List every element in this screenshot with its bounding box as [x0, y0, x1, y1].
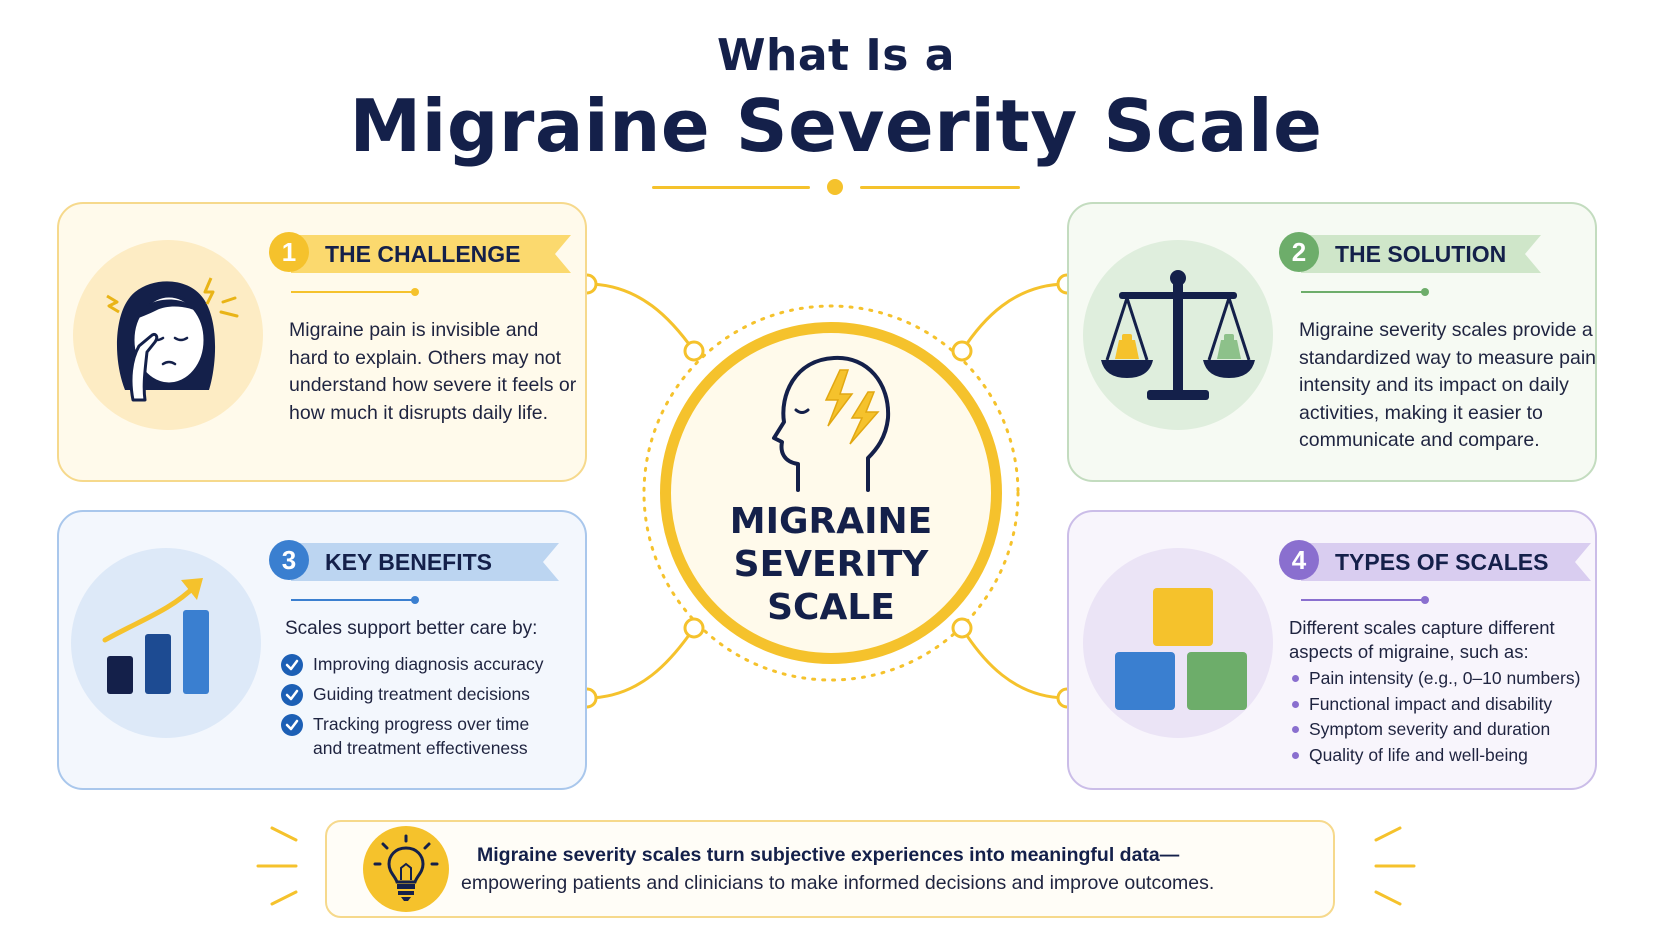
card-benefits: 3 KEY BENEFITS Scales support better car… [57, 510, 587, 790]
card-title: KEY BENEFITS [291, 543, 559, 581]
card-icon-circle [71, 548, 261, 738]
footer-callout: Migraine severity scales turn subjective… [325, 820, 1335, 918]
center-circle [660, 322, 1002, 664]
blocks-icon [1115, 588, 1247, 710]
card-description: Migraine severity scales provide a stand… [1299, 319, 1597, 451]
growth-chart-icon [102, 578, 209, 694]
card-title-underline [1301, 596, 1429, 604]
card-challenge: 1 THE CHALLENGE Migraine pain is invisib… [57, 202, 587, 482]
list-item: Improving diagnosis accuracy [281, 652, 583, 676]
card-description: Migraine pain is invisible and hard to e… [289, 319, 577, 424]
lightbulb-icon [373, 834, 439, 901]
card-number-badge: 4 [1279, 540, 1319, 580]
card-title: THE SOLUTION [1301, 235, 1541, 273]
card-number-badge: 2 [1279, 232, 1319, 272]
footer-subline: empowering patients and clinicians to ma… [461, 872, 1215, 894]
footer-icon-circle [363, 826, 449, 912]
head-lightning-icon [772, 355, 891, 492]
list-item-label: Improving diagnosis accuracy [313, 654, 544, 674]
center-label: MIGRAINE SEVERITY SCALE [680, 500, 982, 629]
title-rule-left [652, 186, 810, 189]
card-solution: 2 THE SOLUTION Migraine severity scales … [1067, 202, 1597, 482]
card-title-underline [1301, 288, 1429, 296]
card-title: TYPES OF SCALES [1301, 543, 1591, 581]
card-number-badge: 1 [269, 232, 309, 272]
list-item: Guiding treatment decisions [281, 682, 583, 706]
headache-woman-icon [106, 277, 239, 402]
card-title-underline [291, 596, 419, 604]
card-icon-circle [1083, 548, 1273, 738]
card-lead-text: Scales support better care by: [285, 618, 538, 639]
benefits-list: Improving diagnosis accuracy Guiding tre… [281, 652, 583, 766]
center-label-line: SCALE [767, 587, 895, 628]
list-item: Pain intensity (e.g., 0–10 numbers) [1289, 666, 1580, 692]
scale-types-list: Pain intensity (e.g., 0–10 numbers) Func… [1289, 666, 1580, 768]
card-number-badge: 3 [269, 540, 309, 580]
list-item: Tracking progress over time and treatmen… [281, 712, 563, 760]
check-icon [281, 654, 303, 676]
center-label-line: MIGRAINE [729, 501, 933, 542]
card-icon-circle [73, 240, 263, 430]
card-icon-circle [1083, 240, 1273, 430]
check-icon [281, 714, 303, 736]
list-item: Quality of life and well-being [1289, 743, 1580, 769]
footer-headline: Migraine severity scales turn subjective… [477, 844, 1180, 866]
check-icon [281, 684, 303, 706]
card-title-underline [291, 288, 419, 296]
title-line-1: What Is a [717, 30, 955, 81]
card-title: THE CHALLENGE [291, 235, 571, 273]
list-item: Symptom severity and duration [1289, 717, 1580, 743]
center-label-line: SEVERITY [733, 544, 929, 585]
balance-scale-icon [1101, 270, 1255, 400]
card-types: 4 TYPES OF SCALES Different scales captu… [1067, 510, 1597, 790]
list-item-label: Tracking progress over time and treatmen… [313, 714, 530, 758]
title-dot [827, 179, 843, 195]
page-title: Migraine Severity Scale [349, 84, 1323, 168]
card-lead-text: Different scales capture different aspec… [1289, 617, 1555, 662]
list-item: Functional impact and disability [1289, 692, 1580, 718]
title-rule-right [860, 186, 1020, 189]
list-item-label: Guiding treatment decisions [313, 684, 530, 704]
